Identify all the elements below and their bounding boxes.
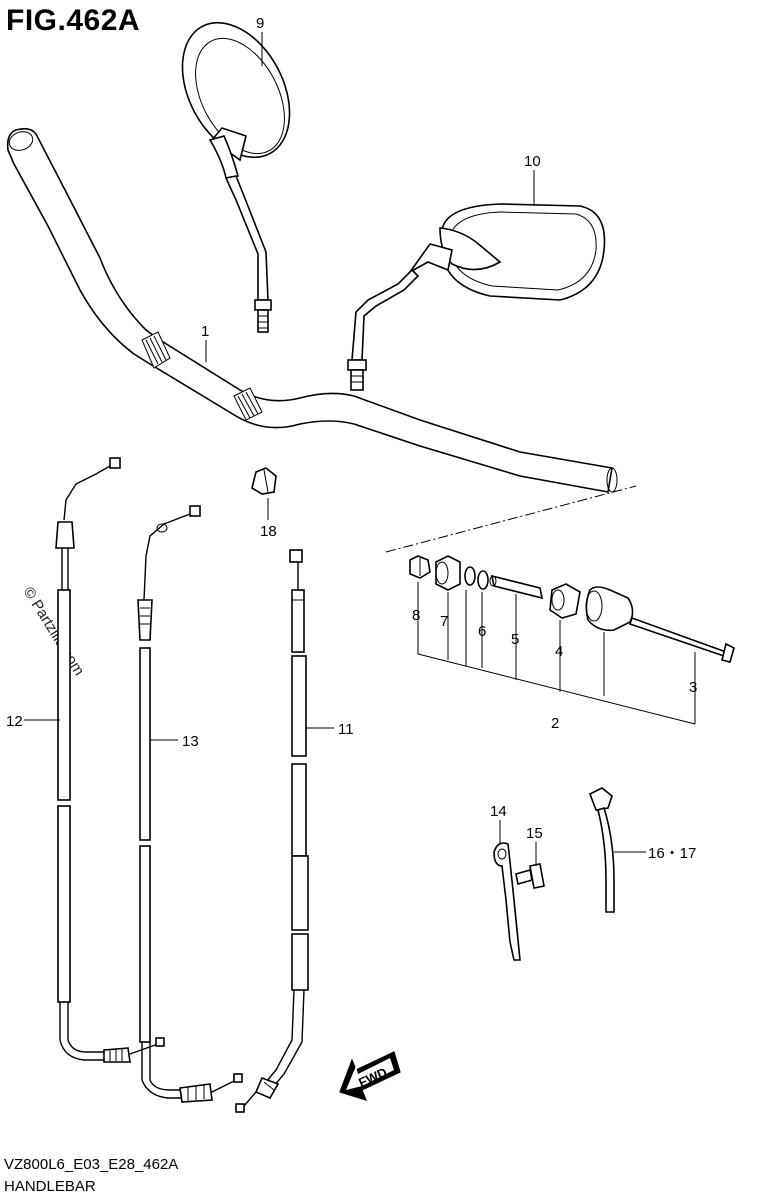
section-name: HANDLEBAR bbox=[4, 1178, 96, 1195]
cable-part-11[interactable] bbox=[235, 549, 309, 1113]
model-code: VZ800L6_E03_E28_462A bbox=[4, 1156, 179, 1173]
clamp-part-18[interactable] bbox=[251, 467, 277, 495]
callout-labels: 9 10 1 18 8 7 6 5 4 3 2 12 13 11 14 15 1… bbox=[6, 15, 697, 862]
part-7-weight[interactable] bbox=[435, 555, 461, 591]
part-8-bolt[interactable] bbox=[409, 555, 431, 579]
callout-9: 9 bbox=[256, 15, 264, 32]
part-3-end-weight[interactable] bbox=[585, 586, 735, 663]
callout-12: 12 bbox=[6, 713, 23, 730]
callout-3: 3 bbox=[689, 679, 697, 696]
callout-6: 6 bbox=[478, 623, 486, 640]
callout-16-17: 16・17 bbox=[648, 845, 696, 862]
callout-10: 10 bbox=[524, 153, 541, 170]
callout-5: 5 bbox=[511, 631, 519, 648]
callout-7: 7 bbox=[440, 613, 448, 630]
grip-assembly[interactable] bbox=[385, 485, 735, 725]
part-5-rod[interactable] bbox=[489, 574, 544, 600]
cable-part-12[interactable] bbox=[55, 457, 165, 1063]
callout-2: 2 bbox=[551, 715, 559, 732]
mirror-right-part-10[interactable] bbox=[347, 203, 606, 391]
callout-1: 1 bbox=[201, 323, 209, 340]
callout-11: 11 bbox=[338, 721, 354, 738]
leader-lines bbox=[24, 32, 646, 866]
callout-4: 4 bbox=[555, 643, 563, 660]
callout-14: 14 bbox=[490, 803, 507, 820]
cable-part-13[interactable] bbox=[137, 505, 243, 1103]
callout-15: 15 bbox=[526, 825, 543, 842]
callout-18: 18 bbox=[260, 523, 277, 540]
callout-8: 8 bbox=[412, 607, 420, 624]
fwd-arrow: FWD bbox=[339, 1051, 401, 1101]
part-6-washer[interactable] bbox=[464, 566, 489, 590]
handlebar-part-1[interactable] bbox=[6, 127, 618, 493]
figure-title: FIG.462A bbox=[6, 4, 141, 37]
mirror-left-part-9[interactable] bbox=[161, 4, 312, 333]
strap-part-16-17[interactable] bbox=[588, 787, 615, 913]
part-4-sleeve[interactable] bbox=[549, 583, 581, 619]
bracket-part-14[interactable] bbox=[493, 842, 521, 961]
callout-13: 13 bbox=[182, 733, 199, 750]
bolt-part-15[interactable] bbox=[515, 863, 545, 889]
